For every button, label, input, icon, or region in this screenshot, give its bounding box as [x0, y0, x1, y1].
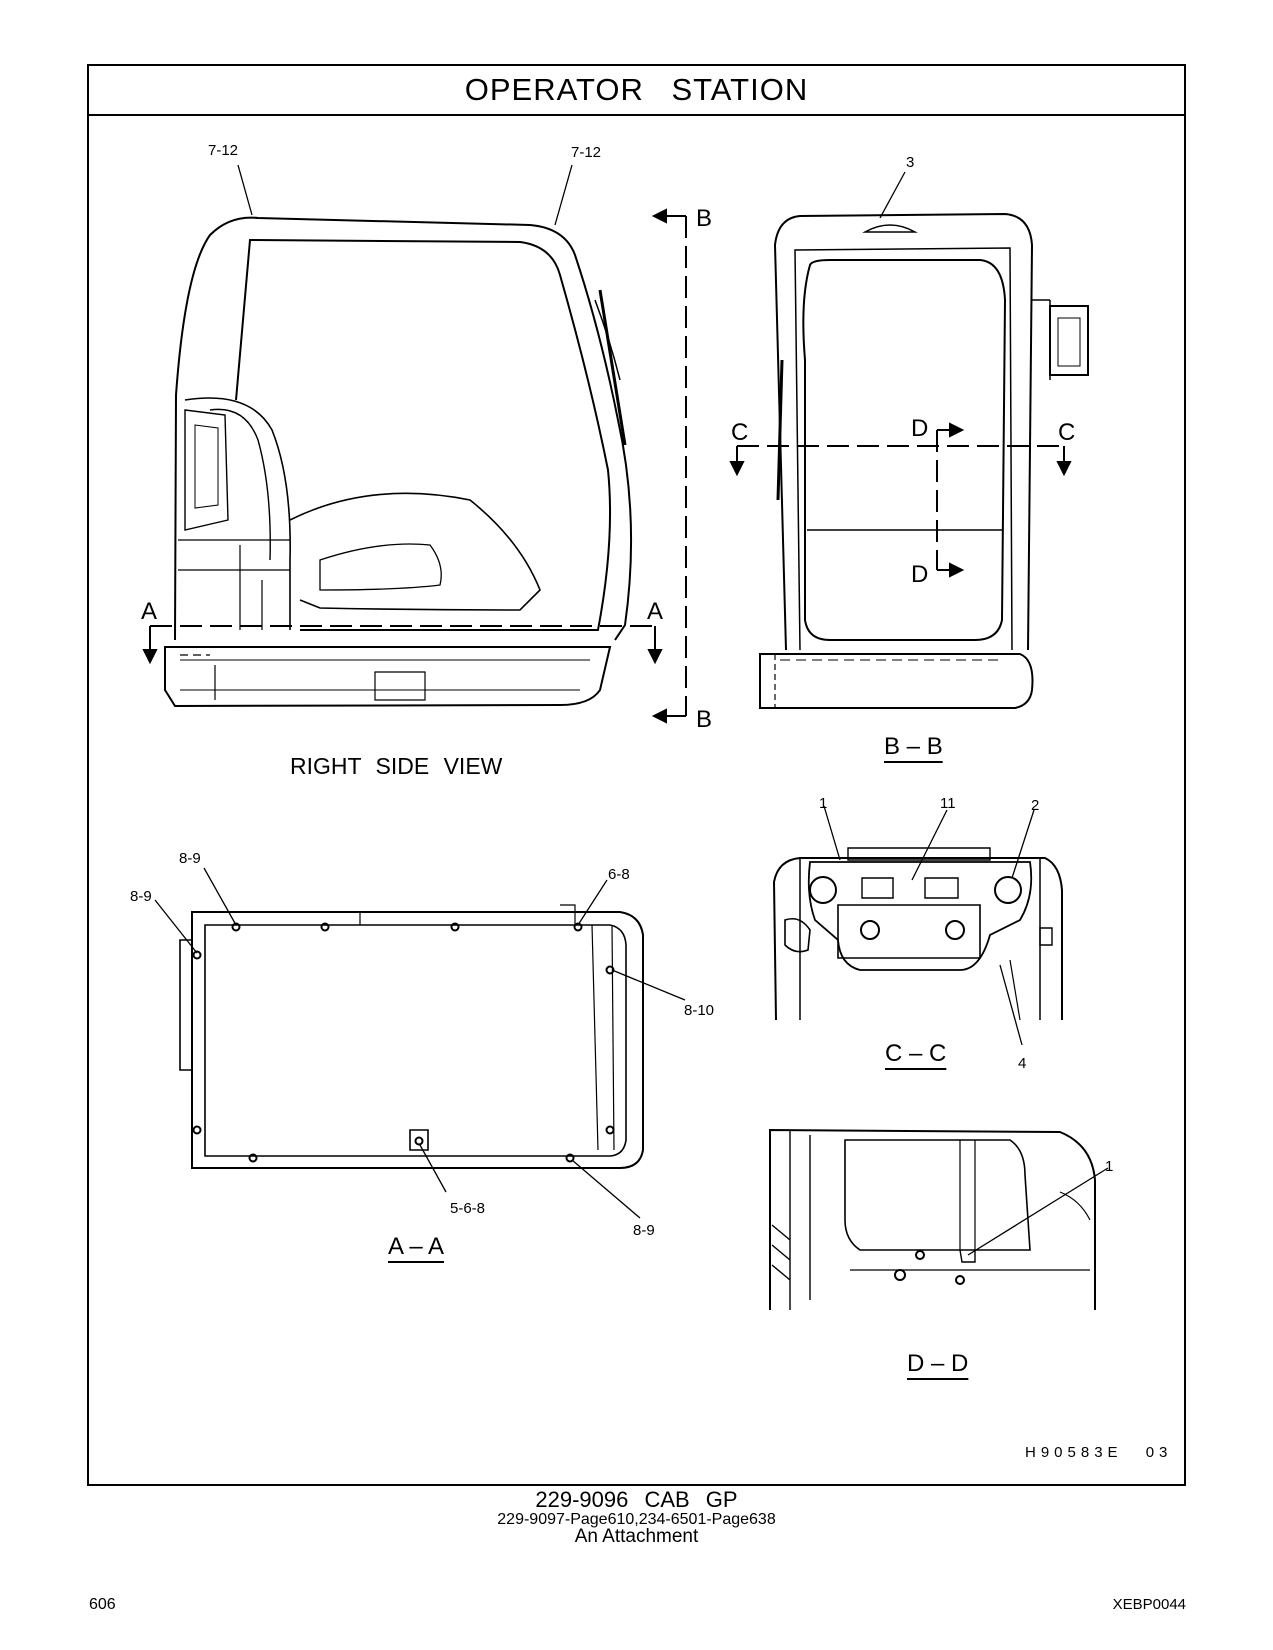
callout-8-9-left: 8-9: [130, 888, 152, 905]
section-mark-b-bottom: B: [696, 706, 713, 733]
callout-3: 3: [906, 154, 915, 171]
callout-6-8: 6-8: [608, 866, 630, 883]
aa-view-drawing: [154, 867, 686, 1219]
section-mark-d-top: D: [911, 415, 929, 442]
callout-2: 2: [1031, 797, 1040, 814]
drawing-id: H90583E 03: [1025, 1444, 1173, 1461]
section-mark-a-right: A: [647, 598, 664, 625]
callout-7-12-right: 7-12: [571, 144, 602, 161]
callout-1-dd: 1: [1105, 1158, 1114, 1175]
callout-11: 11: [940, 795, 956, 812]
callout-4: 4: [1018, 1055, 1027, 1072]
drawing-frame: OPERATOR STATION: [87, 64, 1186, 1486]
document-id: XEBP0044: [1112, 1596, 1186, 1613]
callout-1-cc: 1: [819, 795, 828, 812]
cc-view-caption: C – C: [885, 1040, 947, 1067]
callout-8-10: 8-10: [684, 1002, 715, 1019]
footer-note: An Attachment: [574, 1526, 699, 1547]
callout-8-9-top: 8-9: [179, 850, 201, 867]
title-bar: OPERATOR STATION: [89, 66, 1184, 116]
footer-group-title: 229-9096 CAB GP: [535, 1487, 738, 1512]
section-mark-d-bottom: D: [911, 561, 929, 588]
page-title: OPERATOR STATION: [464, 72, 809, 107]
callout-7-12-left: 7-12: [208, 142, 239, 159]
right-side-view-caption: RIGHT SIDE VIEW: [290, 753, 503, 779]
bb-view-drawing: [729, 171, 1089, 709]
aa-view-caption: A – A: [388, 1233, 445, 1260]
section-mark-c-right: C: [1058, 419, 1076, 446]
dd-view-drawing: [769, 1128, 1109, 1310]
callout-5-6-8: 5-6-8: [450, 1200, 486, 1217]
bb-view-caption: B – B: [884, 733, 943, 760]
right-side-view-drawing: [142, 164, 687, 724]
footer-references: 229-9097-Page610,234-6501-Page638: [497, 1511, 776, 1528]
page-number: 606: [89, 1596, 116, 1613]
section-mark-a-left: A: [141, 598, 158, 625]
section-mark-b-top: B: [696, 205, 713, 232]
callout-8-9-bottom: 8-9: [633, 1222, 655, 1239]
cc-view-drawing: [772, 805, 1063, 1046]
section-mark-c-left: C: [731, 419, 749, 446]
dd-view-caption: D – D: [907, 1350, 969, 1377]
